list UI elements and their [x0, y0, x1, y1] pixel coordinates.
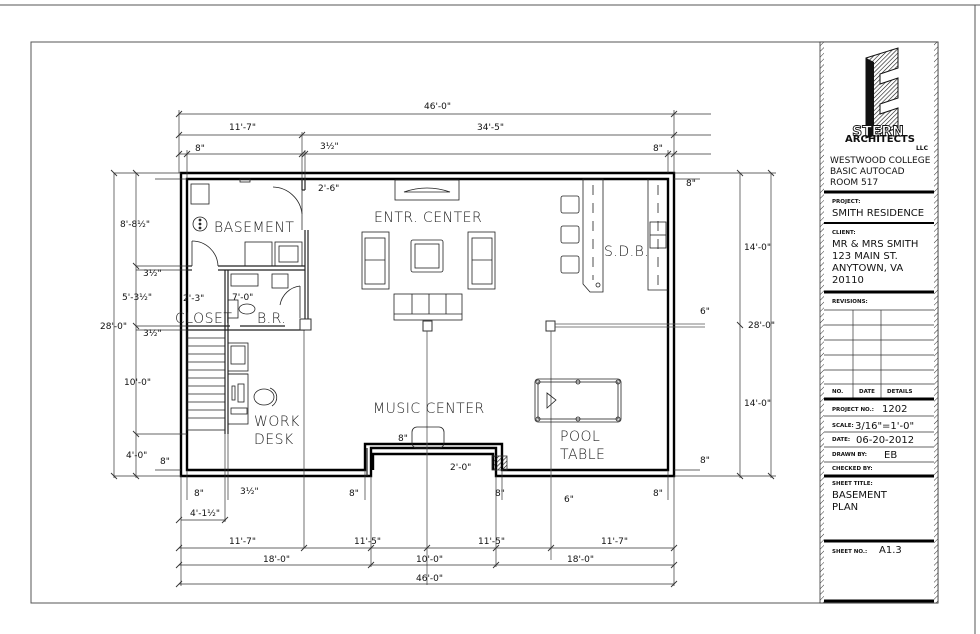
dim-bottom-row1-a: 11'-7"	[229, 537, 256, 547]
title-block: STERN ARCHITECTS LLC WESTWOOD COLLEGE BA…	[819, 41, 939, 604]
client-line4: 20110	[832, 275, 864, 286]
dim-bottom-bump-left: 8"	[349, 489, 359, 499]
dim-bump-depth: 2'-0"	[450, 463, 471, 473]
music-furniture	[411, 426, 508, 471]
dim-bottom-row2-a: 18'-0"	[263, 555, 290, 565]
dim-left-seg4: 3½"	[143, 329, 162, 339]
dim-left-seg3: 5'-3½"	[122, 293, 152, 303]
dim-overall-top: 46'-0"	[424, 102, 451, 112]
sheet-title-line1: BASEMENT	[832, 490, 888, 501]
dim-left-wall-bottom: 8"	[160, 457, 170, 467]
dim-bottom-row1-b: 11'-5"	[354, 537, 381, 547]
dim-closet-width: 2'-3"	[183, 294, 204, 304]
date-value: 06-20-2012	[856, 435, 914, 446]
dim-right-overall: 28'-0"	[748, 321, 775, 331]
basement-fixtures	[190, 178, 303, 267]
label-pool-2: TABLE	[560, 447, 605, 463]
school-line3: ROOM 517	[830, 178, 878, 188]
dim-bottom-row2-c: 18'-0"	[567, 555, 594, 565]
pool-table	[534, 378, 622, 423]
client-line2: 123 MAIN ST.	[832, 251, 898, 262]
dimensions	[110, 110, 776, 588]
column-lines	[422, 320, 705, 585]
firm-name-line1: STERN	[852, 124, 904, 140]
dim-bottom-overall: 46'-0"	[416, 574, 443, 584]
dim-left-overall: 28'-0"	[100, 322, 127, 332]
revisions-col-no: NO.	[832, 389, 843, 395]
work-desk-furniture	[227, 342, 278, 425]
sheet-no-value: A1.3	[879, 545, 902, 556]
room-labels: BASEMENT CLOSET B.R. ENTR. CENTER S.D.B.…	[175, 210, 649, 463]
dim-bottom-bump-right: 8"	[495, 489, 505, 499]
dim-bottom-wall-left: 8"	[194, 489, 204, 499]
dim-left-seg6: 4'-0"	[126, 451, 147, 461]
dim-left-seg2: 3½"	[143, 269, 162, 279]
firm-name-line2: ARCHITECTS	[845, 134, 915, 145]
dim-right-wall-mid: 6"	[700, 307, 710, 317]
floor-plan	[179, 171, 705, 585]
dim-top-left: 11'-7"	[229, 123, 256, 133]
dim-right-upper: 14'-0"	[744, 243, 771, 253]
label-music: MUSIC CENTER	[373, 401, 485, 417]
project-no-value: 1202	[882, 404, 907, 415]
dim-bath-width: 7'-0"	[232, 293, 253, 303]
label-entertainment: ENTR. CENTER	[374, 210, 482, 226]
dimension-labels: 46'-0" 11'-7" 34'-5" 8" 3½" 8" 2'-6" 8" …	[100, 102, 775, 584]
date-label: DATE:	[832, 437, 850, 443]
scale-label: SCALE:	[832, 423, 854, 429]
dim-bump-wall: 8"	[398, 434, 408, 444]
dim-bottom-pool-wall: 6"	[564, 495, 574, 505]
dim-bottom-row1-c: 11'-5"	[478, 537, 505, 547]
dim-right-lower: 14'-0"	[744, 399, 771, 409]
client-label: CLIENT:	[832, 230, 856, 236]
dim-door: 2'-6"	[318, 184, 339, 194]
sheet-title-line2: PLAN	[832, 502, 858, 513]
label-desk-2: DESK	[254, 432, 294, 448]
dim-top-wall-mid: 3½"	[320, 142, 339, 152]
label-closet: CLOSET	[175, 311, 232, 327]
firm-name-line3: LLC	[916, 145, 929, 152]
label-basement: BASEMENT	[214, 220, 294, 236]
client-line3: ANYTOWN, VA	[832, 263, 903, 274]
revisions-col-date: DATE	[859, 389, 875, 395]
interior-walls	[187, 179, 309, 434]
school-line2: BASIC AUTOCAD	[830, 167, 905, 177]
dim-left-seg5: 10'-0"	[124, 378, 151, 388]
bar-furniture	[560, 178, 668, 293]
client-line1: MR & MRS SMITH	[832, 239, 918, 250]
project-label: PROJECT:	[832, 199, 860, 205]
sheet-title-label: SHEET TITLE:	[832, 481, 873, 487]
dim-bottom-stair-width: 4'-1½"	[190, 509, 220, 519]
staircase	[186, 329, 226, 431]
entertainment-furniture	[361, 179, 496, 321]
dim-top-right: 34'-5"	[477, 123, 504, 133]
revisions-table	[824, 309, 934, 398]
label-bath: B.R.	[257, 311, 286, 327]
dim-bottom-wall-right: 8"	[653, 489, 663, 499]
stern-logo-icon	[865, 47, 899, 139]
sheet-no-label: SHEET NO.:	[832, 549, 867, 555]
dim-right-wall-bottom: 8"	[700, 456, 710, 466]
dim-bottom-row1-d: 11'-7"	[601, 537, 628, 547]
dim-left-seg1: 8'-8½"	[120, 220, 150, 230]
dim-top-wall-right: 8"	[653, 144, 663, 154]
revisions-label: REVISIONS:	[832, 299, 868, 305]
label-bar: S.D.B.	[604, 244, 649, 260]
school-line1: WESTWOOD COLLEGE	[830, 156, 931, 166]
bathroom-fixtures	[227, 273, 312, 331]
dim-corner-right: 8"	[686, 179, 696, 189]
revisions-col-details: DETAILS	[887, 389, 912, 395]
dim-top-wall-left: 8"	[195, 144, 205, 154]
dim-bottom-row2-b: 10'-0"	[416, 555, 443, 565]
project-no-label: PROJECT NO.:	[832, 407, 874, 413]
drawn-by-label: DRAWN BY:	[832, 452, 867, 458]
drawn-by-value: EB	[884, 450, 897, 461]
label-pool-1: POOL	[560, 429, 600, 445]
door-swings	[191, 186, 303, 318]
checked-by-label: CHECKED BY:	[832, 466, 873, 472]
scale-value: 3/16"=1'-0"	[855, 421, 914, 432]
project-value: SMITH RESIDENCE	[832, 208, 924, 219]
dim-bottom-stair-wall: 3½"	[240, 487, 259, 497]
label-desk-1: WORK	[254, 414, 300, 430]
